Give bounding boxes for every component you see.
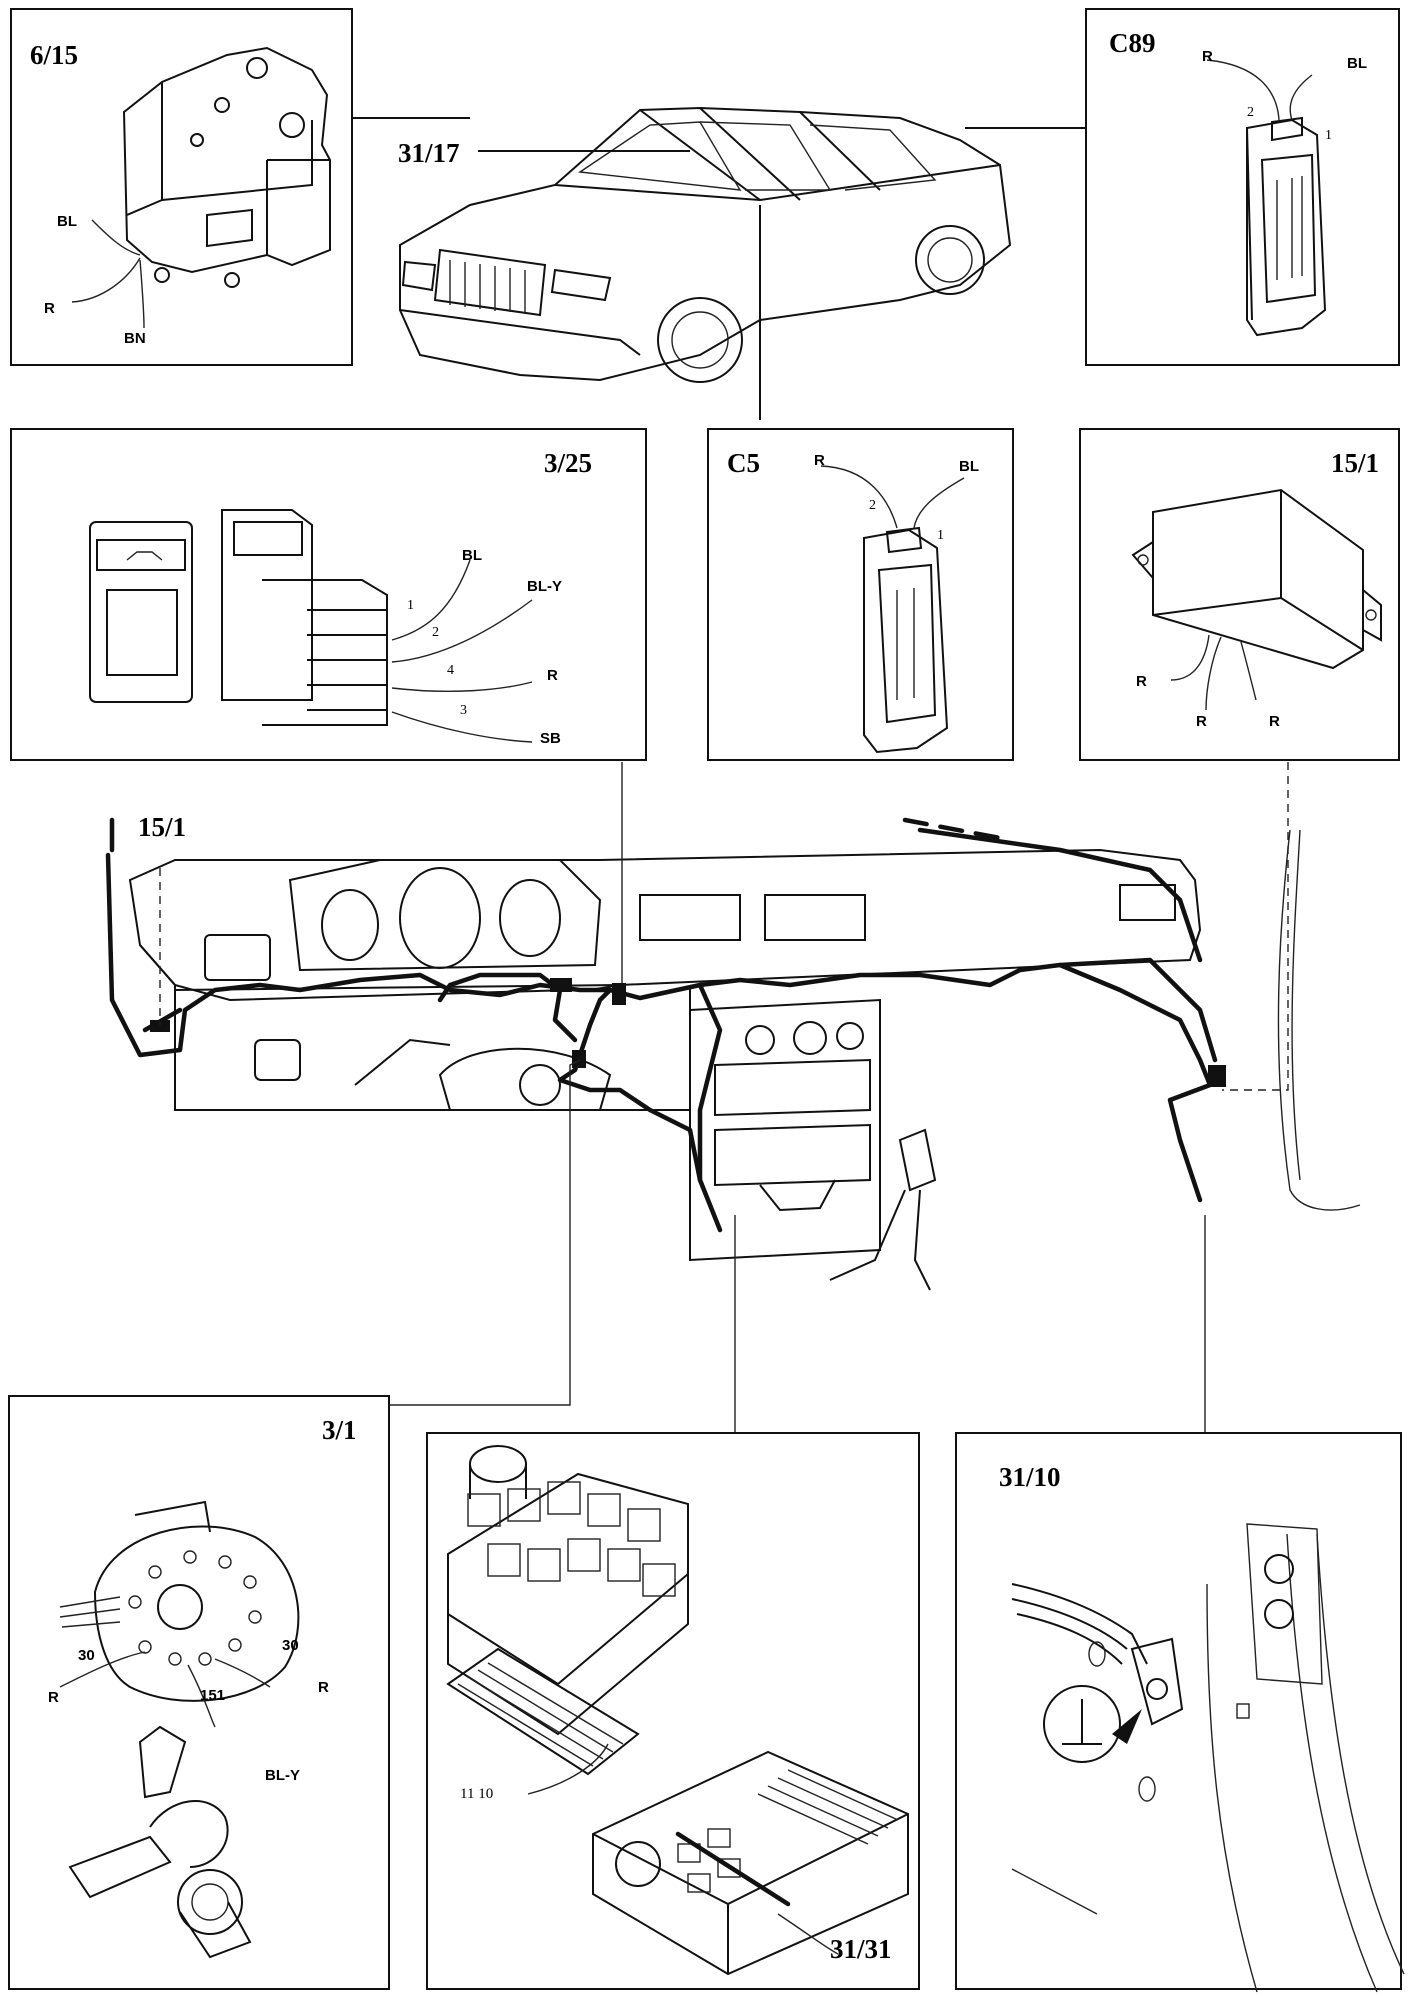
c89-wire-r: R [1202, 48, 1213, 65]
c5-wire-bl: BL [959, 458, 979, 475]
ignition-wire-bl-y: BL-Y [265, 1767, 300, 1784]
c89-wire-bl: BL [1347, 55, 1367, 72]
panel-3-25: 3/25 BL BL-Y R SB 1 2 4 3 [10, 428, 647, 761]
c89-pin-2: 2 [1247, 105, 1254, 120]
ground-point-drawing [1011, 1523, 1405, 1993]
c5-connector-drawing [820, 465, 965, 754]
switch-wire-sb: SB [540, 730, 561, 747]
c5-wire-r: R [814, 452, 825, 469]
panel-3-1: 3/1 30 R 151 30 R BL-Y [8, 1395, 390, 1990]
switch-pin-2: 2 [432, 625, 439, 640]
panel-6-15: 6/15 BL R BN [10, 8, 353, 366]
fuse-box-label-11-10: 11 10 [460, 1786, 494, 1802]
callout-c5: C5 [727, 448, 760, 478]
switch-pin-1: 1 [407, 598, 414, 613]
control-module-drawing [1131, 488, 1382, 711]
switch-drawing [89, 509, 533, 743]
module-wire-r-3: R [1269, 713, 1280, 730]
panel-c5: C5 R BL 2 1 [707, 428, 1014, 761]
module-wire-r-2: R [1196, 713, 1207, 730]
switch-pin-4: 4 [447, 663, 454, 678]
ignition-terminal-30-right: 30 [282, 1637, 299, 1654]
callout-31-10: 31/10 [999, 1462, 1061, 1492]
switch-pin-3: 3 [460, 703, 467, 718]
ignition-terminal-151: 151 [200, 1687, 226, 1704]
module-wire-r-1: R [1136, 673, 1147, 690]
wire-label-bn: BN [124, 330, 146, 347]
switch-wire-bl: BL [462, 547, 482, 564]
fuse-relay-box-drawing [446, 1445, 909, 1976]
callout-31-31: 31/31 [830, 1934, 892, 1964]
callout-15-1-dashboard: 15/1 [138, 812, 187, 842]
callout-c89: C89 [1109, 28, 1156, 58]
ignition-terminal-30-left: 30 [78, 1647, 95, 1664]
switch-wire-r: R [547, 667, 558, 684]
callout-15-1-box: 15/1 [1331, 448, 1380, 478]
ignition-wire-r-left: R [48, 1689, 59, 1706]
panel-15-1: 15/1 R R R [1079, 428, 1400, 761]
callout-3-1: 3/1 [322, 1415, 357, 1445]
c5-pin-2: 2 [869, 498, 876, 513]
ignition-wire-r-right: R [318, 1679, 329, 1696]
blower-motor-drawing [71, 46, 331, 329]
ignition-switch-drawing [59, 1500, 300, 1959]
wire-label-r: R [44, 300, 55, 317]
car-overview-drawing [353, 106, 1085, 420]
wire-label-bl: BL [57, 213, 77, 230]
c89-connector-drawing [1206, 59, 1327, 337]
callout-3-25: 3/25 [544, 448, 593, 478]
panel-31-10: 31/10 [955, 1432, 1405, 1993]
panel-c89: C89 R BL 2 1 [1085, 8, 1400, 366]
switch-wire-bl-y: BL-Y [527, 578, 562, 595]
callout-6-15: 6/15 [30, 40, 79, 70]
panel-31-31: 31/31 11 10 [426, 1432, 920, 1990]
c89-pin-1: 1 [1325, 128, 1332, 143]
callout-31-17: 31/17 [398, 138, 460, 168]
c5-pin-1: 1 [937, 528, 944, 543]
